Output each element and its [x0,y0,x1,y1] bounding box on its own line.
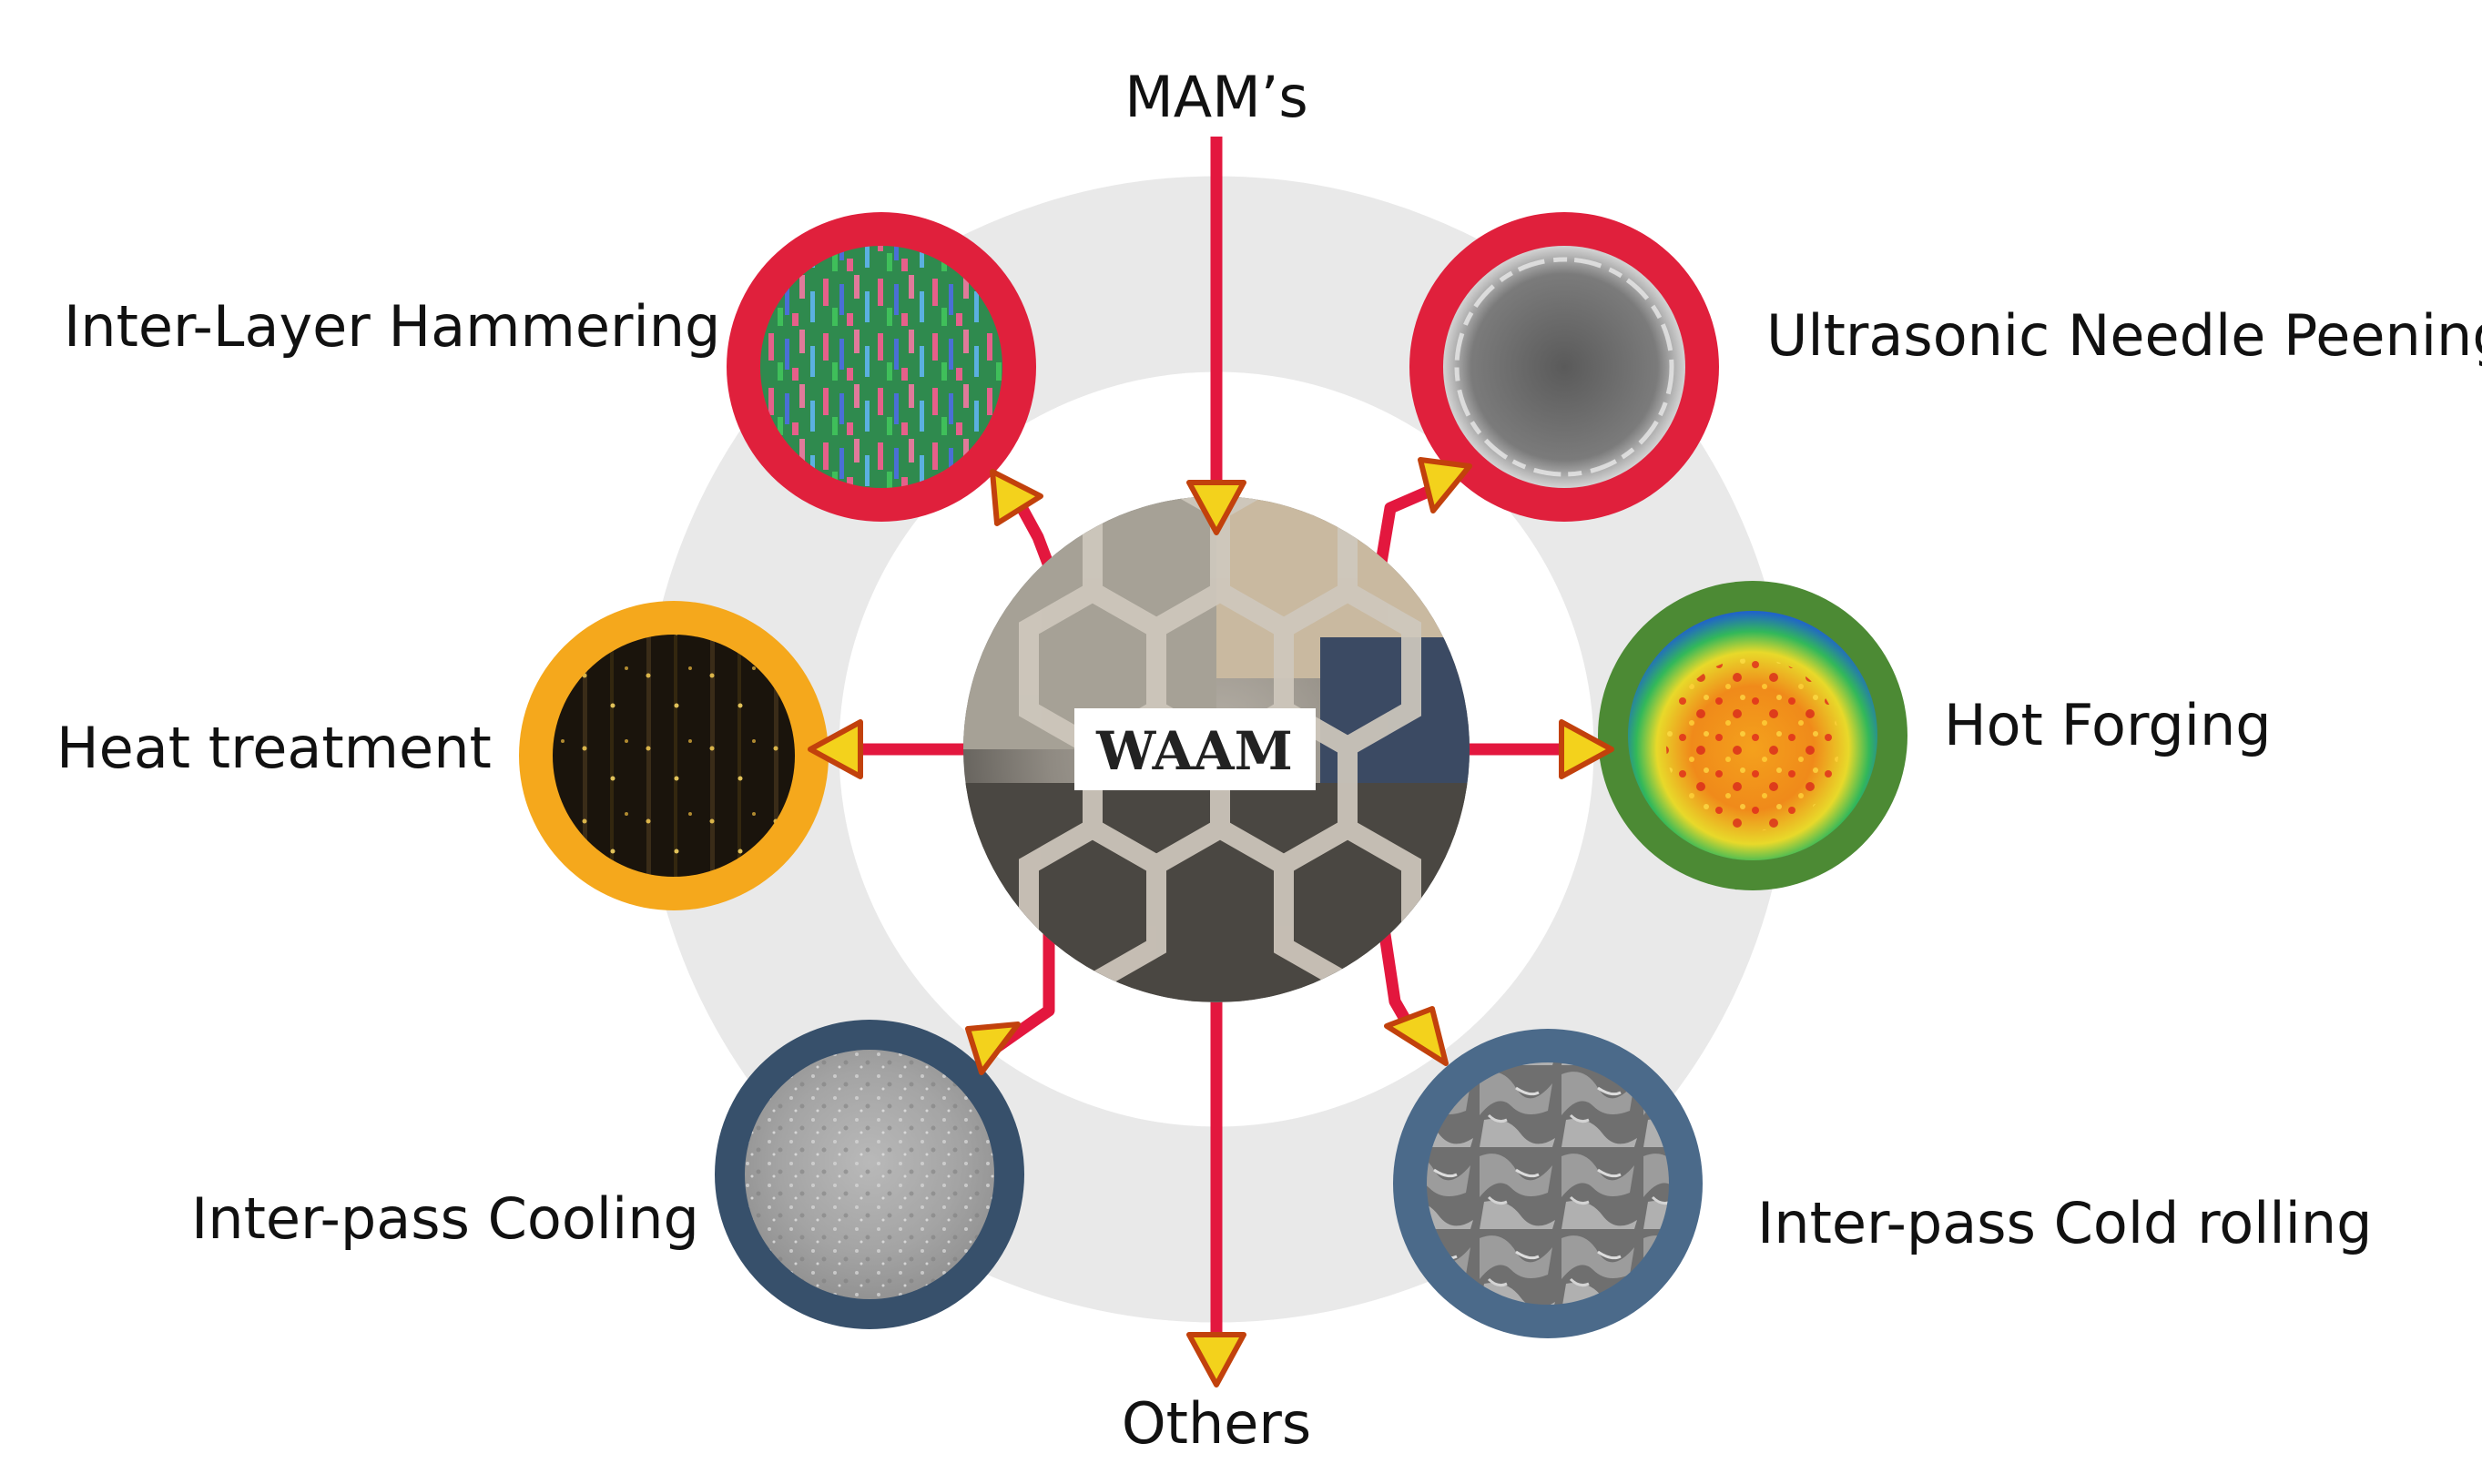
label-heat-treatment: Heat treatment [56,715,492,781]
arrowhead-top-right [1418,457,1472,513]
label-hot-forging: Hot Forging [1944,692,2272,758]
arrowhead-bottom-left [965,1022,1021,1075]
arrowhead-left [808,719,863,779]
node-hot-forging [1598,581,1907,890]
node-inter-layer-hammering [727,212,1036,522]
node-ultrasonic-needle-peening [1409,212,1719,522]
arrowhead-bottom-right [1384,1006,1449,1066]
micrograph-peening [1443,246,1685,488]
arrowheads [808,457,1614,1387]
node-heat-treatment [519,601,829,910]
micrograph-cold-rolling [1427,1062,1669,1305]
arrowhead-bottom [1186,1332,1246,1387]
labels: MAM’s Others Inter-Layer Hammering Ultra… [56,64,2482,1457]
arrowhead-top [1186,480,1246,535]
label-inter-layer-hammering: Inter-Layer Hammering [64,293,720,360]
label-top: MAM’s [1124,64,1307,130]
node-inter-pass-cold-rolling [1393,1029,1703,1338]
label-ultrasonic-needle-peening: Ultrasonic Needle Peening [1766,302,2482,369]
arrowhead-top-left [990,469,1043,526]
node-inter-pass-cooling [715,1020,1024,1329]
connector-bottom-left [993,910,1055,1052]
center-label: WAAM [1095,720,1293,782]
arrowhead-right [1559,719,1614,779]
label-bottom: Others [1122,1390,1311,1457]
label-inter-pass-cold-rolling: Inter-pass Cold rolling [1757,1190,2373,1256]
micrograph-hammering [760,246,1002,488]
micrograph-heat [553,635,795,877]
label-inter-pass-cooling: Inter-pass Cooling [191,1185,699,1252]
center-label-box [1074,708,1316,790]
